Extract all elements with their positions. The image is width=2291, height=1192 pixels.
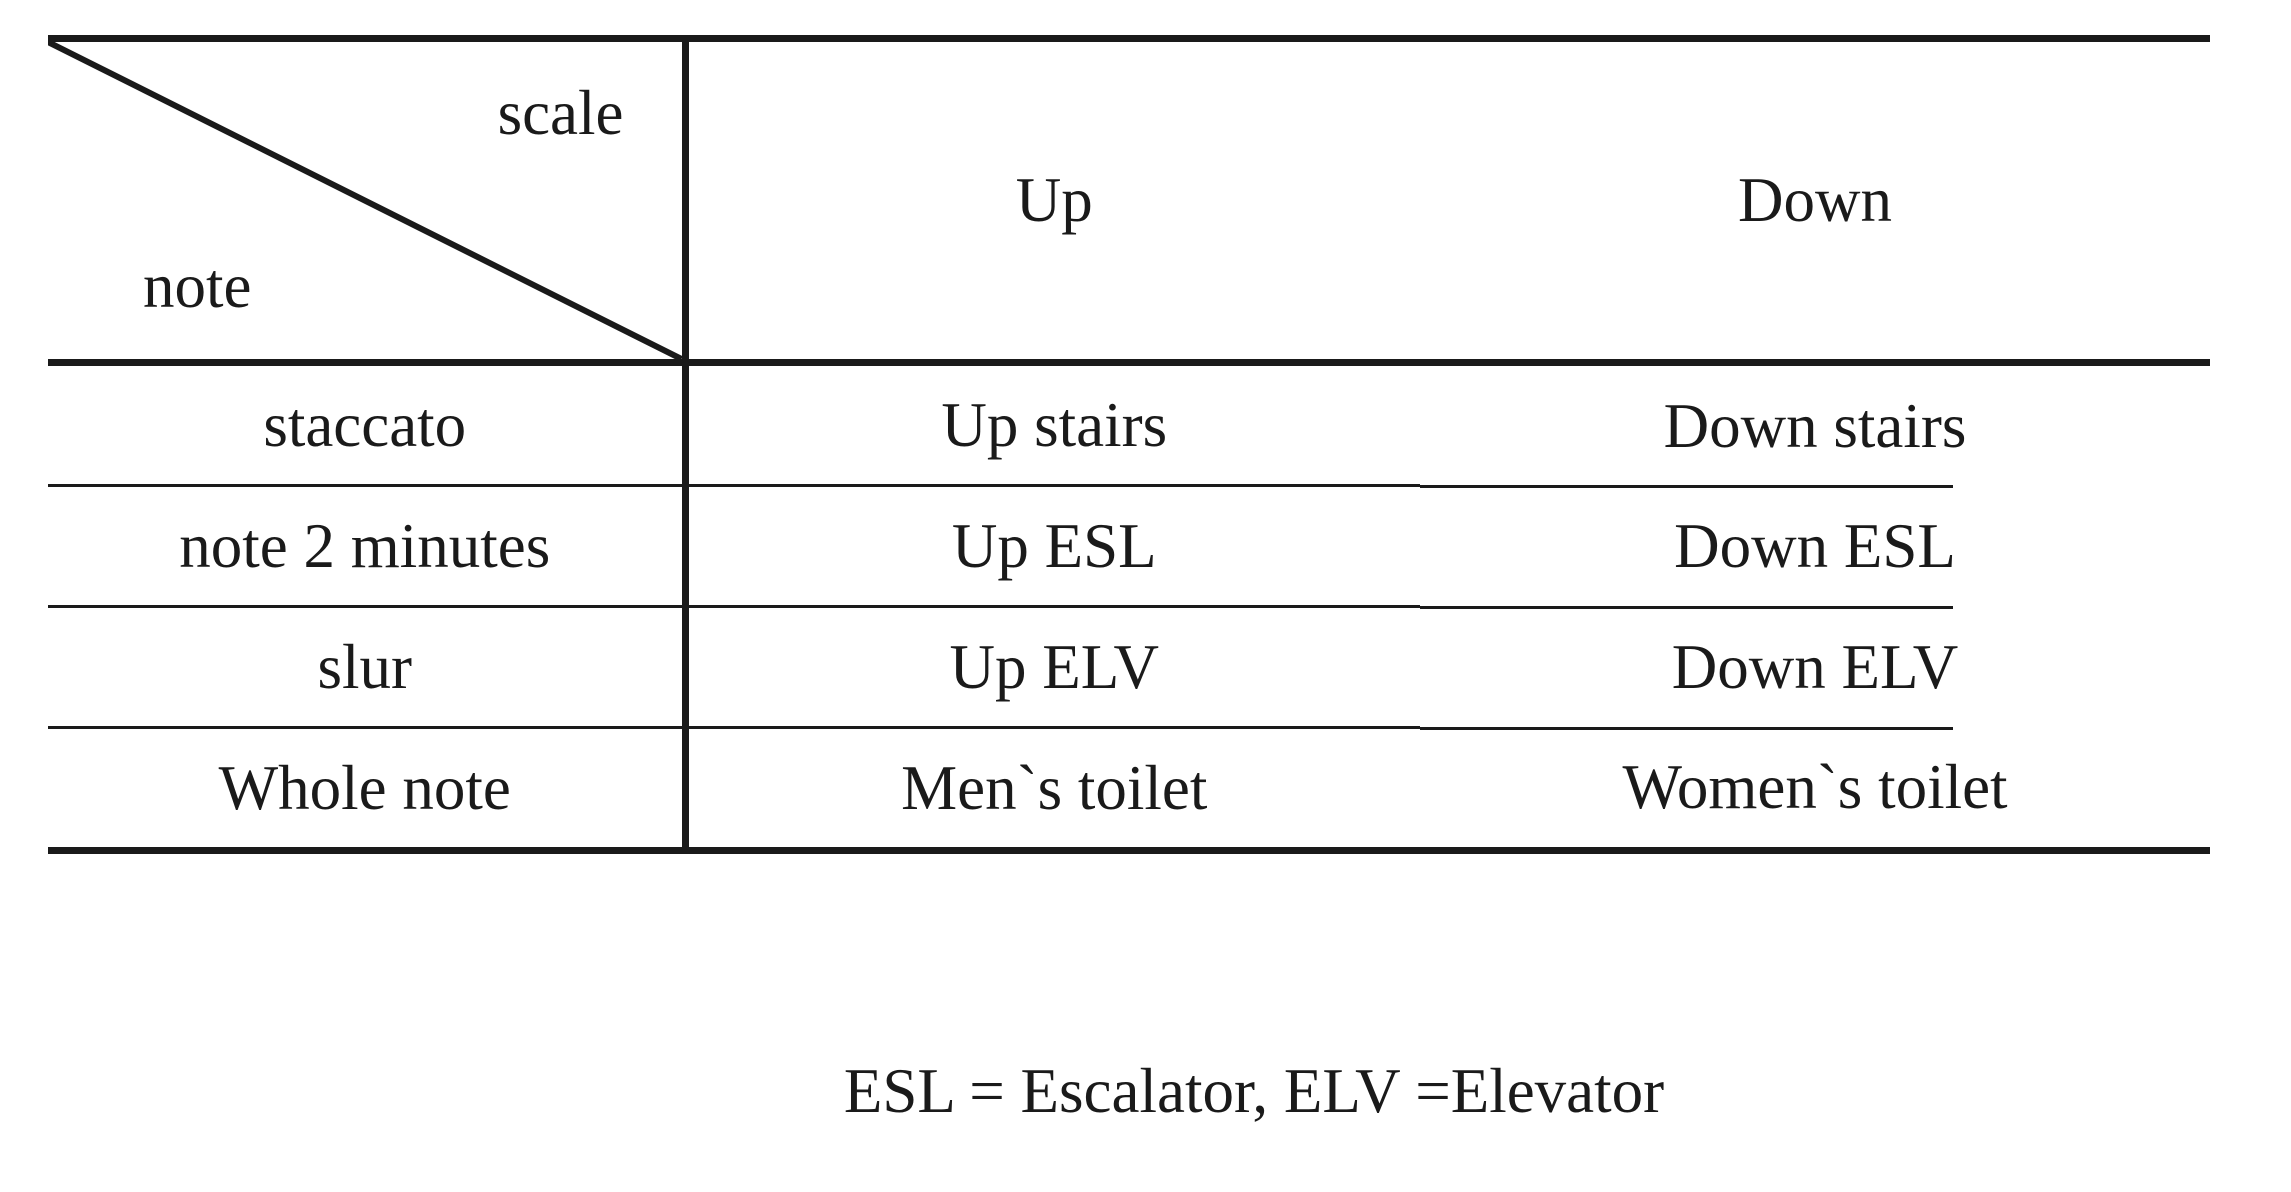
table-row: Whole note Men`s toilet Women`s toilet bbox=[48, 726, 2210, 854]
corner-row-axis-label: note bbox=[143, 250, 252, 321]
footnote-text: ESL = Escalator, ELV =Elevator bbox=[843, 1056, 1665, 1126]
row-label: slur bbox=[48, 605, 689, 728]
table-row: note 2 minutes Up ESL Down ESL bbox=[48, 484, 2210, 607]
cell-down: Down ELV bbox=[1420, 605, 2210, 728]
table-footnote: ESL = Escalator, ELV =Elevator bbox=[48, 1055, 2210, 1128]
cell-up: Up ELV bbox=[685, 605, 1420, 728]
cell-up: Up stairs bbox=[941, 389, 1168, 460]
notation-table-container: scale note Up Down staccato Up stairs Do… bbox=[48, 35, 2210, 854]
row-label: staccato bbox=[48, 362, 689, 486]
cell-up: Up ESL bbox=[685, 484, 1420, 607]
notation-table: scale note Up Down staccato Up stairs Do… bbox=[48, 35, 2210, 854]
corner-column-axis-label: scale bbox=[497, 78, 624, 148]
header-row: scale note Up Down bbox=[48, 35, 2210, 366]
cell-down: Women`s toilet bbox=[1420, 726, 2210, 854]
table-body: staccato Up stairs Down stairs note 2 mi… bbox=[48, 362, 2210, 854]
row-label: Whole note bbox=[48, 726, 689, 854]
cell-down: Down ESL bbox=[1420, 484, 2210, 607]
cell-down: Down stairs bbox=[1663, 390, 1967, 461]
corner-header-cell: scale note bbox=[48, 35, 689, 366]
table-head: scale note Up Down bbox=[48, 35, 2210, 366]
row-label: note 2 minutes bbox=[48, 484, 689, 607]
column-header-up: Up bbox=[685, 35, 1420, 366]
cell-up: Men`s toilet bbox=[685, 726, 1420, 854]
table-row: staccato Up stairs Down stairs bbox=[48, 362, 2210, 486]
column-header-down: Down bbox=[1420, 35, 2210, 366]
table-row: slur Up ELV Down ELV bbox=[48, 605, 2210, 728]
